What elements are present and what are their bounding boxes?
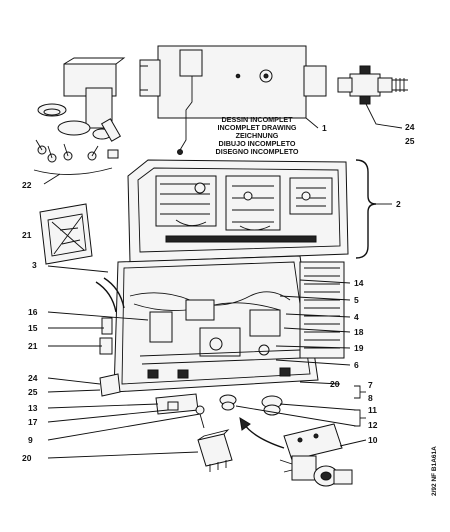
incomplete-drawing-note: DESSIN INCOMPLET INCOMPLET DRAWING ZEICH… <box>216 115 299 156</box>
part-20-relay <box>197 429 233 472</box>
assembly-arrow <box>243 423 285 449</box>
callout-16: 16 <box>28 307 38 317</box>
callout-9: 9 <box>28 435 33 445</box>
leader-1 <box>305 117 319 129</box>
part-10-valve-assembly <box>279 423 353 487</box>
note-line-1: DESSIN INCOMPLET <box>221 115 293 124</box>
callout-21-top: 21 <box>22 230 32 240</box>
callout-5: 5 <box>354 295 359 305</box>
callout-19: 19 <box>354 343 364 353</box>
callout-8: 8 <box>368 393 373 403</box>
main-unit-lid <box>127 159 349 263</box>
part-1-housing <box>139 45 327 155</box>
callout-21-bottom: 21 <box>28 341 38 351</box>
callout-24-top: 24 <box>405 122 415 132</box>
callout-4: 4 <box>354 312 359 322</box>
leader-22 <box>43 173 61 185</box>
note-line-4: DIBUJO INCOMPLETO <box>219 139 296 148</box>
callout-11: 11 <box>368 405 377 415</box>
callout-10: 10 <box>368 435 378 445</box>
fittings-11-12 <box>219 394 283 416</box>
part-21-filter <box>39 203 93 265</box>
callout-15: 15 <box>28 323 38 333</box>
callout-18: 18 <box>354 327 364 337</box>
part-24-25-connector <box>337 65 408 129</box>
callout-13: 13 <box>28 403 38 413</box>
note-line-5: DISEGNO INCOMPLETO <box>216 147 299 156</box>
callout-25-top: 25 <box>405 136 415 146</box>
part-22-hardware-kit <box>33 57 126 175</box>
drawing-code: 2/92 NF B1A61A <box>431 446 438 496</box>
leader-lines <box>47 265 367 459</box>
callout-20-right: 20 <box>330 379 340 389</box>
callout-22: 22 <box>22 180 32 190</box>
callout-7: 7 <box>368 380 373 390</box>
callout-12: 12 <box>368 420 378 430</box>
bracket-2 <box>355 159 377 259</box>
note-line-2: INCOMPLET DRAWING <box>217 123 296 132</box>
callout-25-bottom: 25 <box>28 387 38 397</box>
callout-2: 2 <box>396 199 401 209</box>
callout-17: 17 <box>28 417 38 427</box>
note-line-3: ZEICHNUNG <box>236 131 279 140</box>
callout-24-bottom: 24 <box>28 373 38 383</box>
callout-6: 6 <box>354 360 359 370</box>
callout-3: 3 <box>32 260 37 270</box>
callout-20-bottom: 20 <box>22 453 32 463</box>
part-13-17-9-bracket <box>155 393 205 429</box>
callout-14: 14 <box>354 278 364 288</box>
main-unit-housing <box>95 255 345 397</box>
callout-1: 1 <box>322 123 327 133</box>
